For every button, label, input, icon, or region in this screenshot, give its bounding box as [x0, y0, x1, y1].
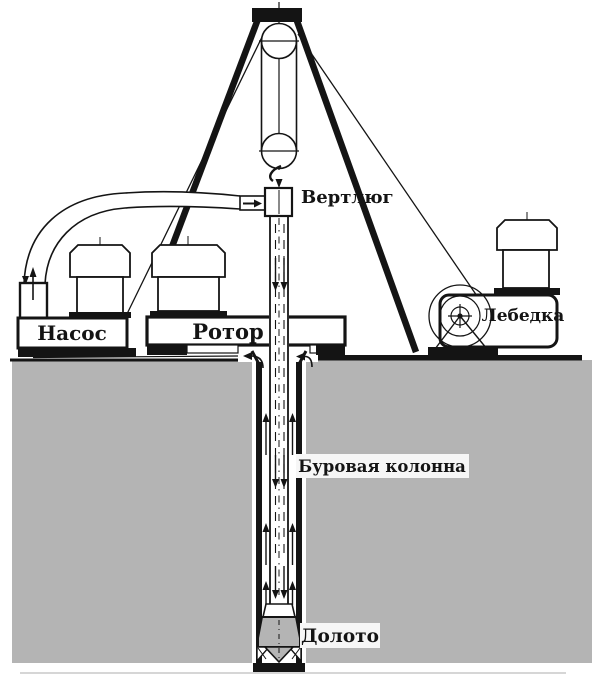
hose-body	[24, 191, 240, 284]
stub-flow-arrow	[254, 199, 262, 208]
winch-unit: Лебедка	[428, 212, 564, 355]
bit-cone-center	[263, 646, 295, 664]
mud-flow-arrows	[262, 258, 296, 605]
return-flowline	[32, 355, 239, 359]
annulus-up-arrows	[262, 413, 296, 605]
rotor-label: Ротор	[192, 319, 264, 344]
winch-label: Лебедка	[482, 306, 565, 326]
drill-string-label: Буровая колонна	[298, 457, 466, 476]
pipe-down-arrows	[272, 258, 288, 599]
winch-motor-body	[502, 249, 550, 289]
drum-middle	[439, 295, 481, 337]
crown-pulley	[259, 22, 299, 60]
hook	[269, 164, 283, 188]
rotor-motor-body	[157, 276, 220, 312]
drill-string-label-bg	[296, 454, 469, 478]
hook-arrow	[275, 179, 283, 188]
rotor-unit: Ротор	[145, 236, 347, 355]
return-arrow-left-curve	[250, 355, 264, 369]
bit-label-bg	[300, 623, 380, 648]
rotor-motor-base	[150, 311, 227, 317]
rotor-skid-left	[147, 345, 187, 355]
rotor-motor-cap	[151, 244, 226, 278]
return-arrow-left-head	[243, 352, 252, 360]
pump-motor-cap	[69, 244, 131, 278]
drill-pipe	[269, 216, 289, 604]
pump-motor-base	[69, 312, 131, 318]
hose-inner-line	[44, 205, 241, 285]
drum-support-right	[459, 315, 488, 350]
pump-unit: Насос	[16, 237, 136, 357]
winch-motor	[494, 212, 560, 295]
pump-skid	[18, 348, 136, 357]
derrick-leg-right	[293, 19, 420, 354]
hose-outer-line	[23, 190, 241, 285]
pump-label: Насос	[37, 321, 107, 345]
bit-label-group: Долото	[300, 623, 380, 648]
rotor-motor	[150, 236, 227, 317]
ground-surface-line-right	[316, 355, 582, 361]
winch-skid	[428, 347, 498, 355]
dead-line-cable	[125, 34, 264, 317]
hook-curve	[269, 164, 282, 182]
return-arrow-right-head	[296, 352, 305, 361]
pump-motor	[69, 237, 131, 318]
winch-motor-base	[494, 288, 560, 295]
rotor-platform	[145, 315, 347, 347]
winch-motor-cap	[496, 219, 558, 251]
wellhead-flare-left	[250, 350, 262, 367]
borehole-wall-left	[256, 362, 262, 663]
crown-block	[252, 8, 302, 22]
borehole-bottom	[253, 663, 305, 672]
drilling-line-cable	[297, 33, 478, 297]
pump-platform	[16, 316, 129, 350]
hose-end-arrow	[22, 276, 29, 285]
wellhead-return-arrows	[32, 352, 313, 369]
rotor-step-left	[186, 344, 239, 354]
bit-collar	[261, 603, 297, 618]
ground-surface-line-left	[10, 358, 240, 362]
bit-label: Долото	[301, 626, 379, 647]
borehole-wall-right	[296, 362, 302, 663]
pump-motor-body	[76, 276, 124, 314]
tank-flow-arrow-up	[29, 267, 37, 277]
drum-support-left	[434, 315, 461, 350]
mud-hose	[22, 190, 241, 285]
rotor-skid-right	[316, 345, 345, 355]
drill-bit	[256, 603, 302, 664]
return-arrow-right-curve	[304, 355, 313, 368]
traveling-block	[259, 41, 299, 170]
swivel-label: Вертлюг	[301, 187, 394, 208]
swivel	[239, 186, 294, 218]
drill-string-label-group: Буровая колонна	[296, 454, 469, 478]
